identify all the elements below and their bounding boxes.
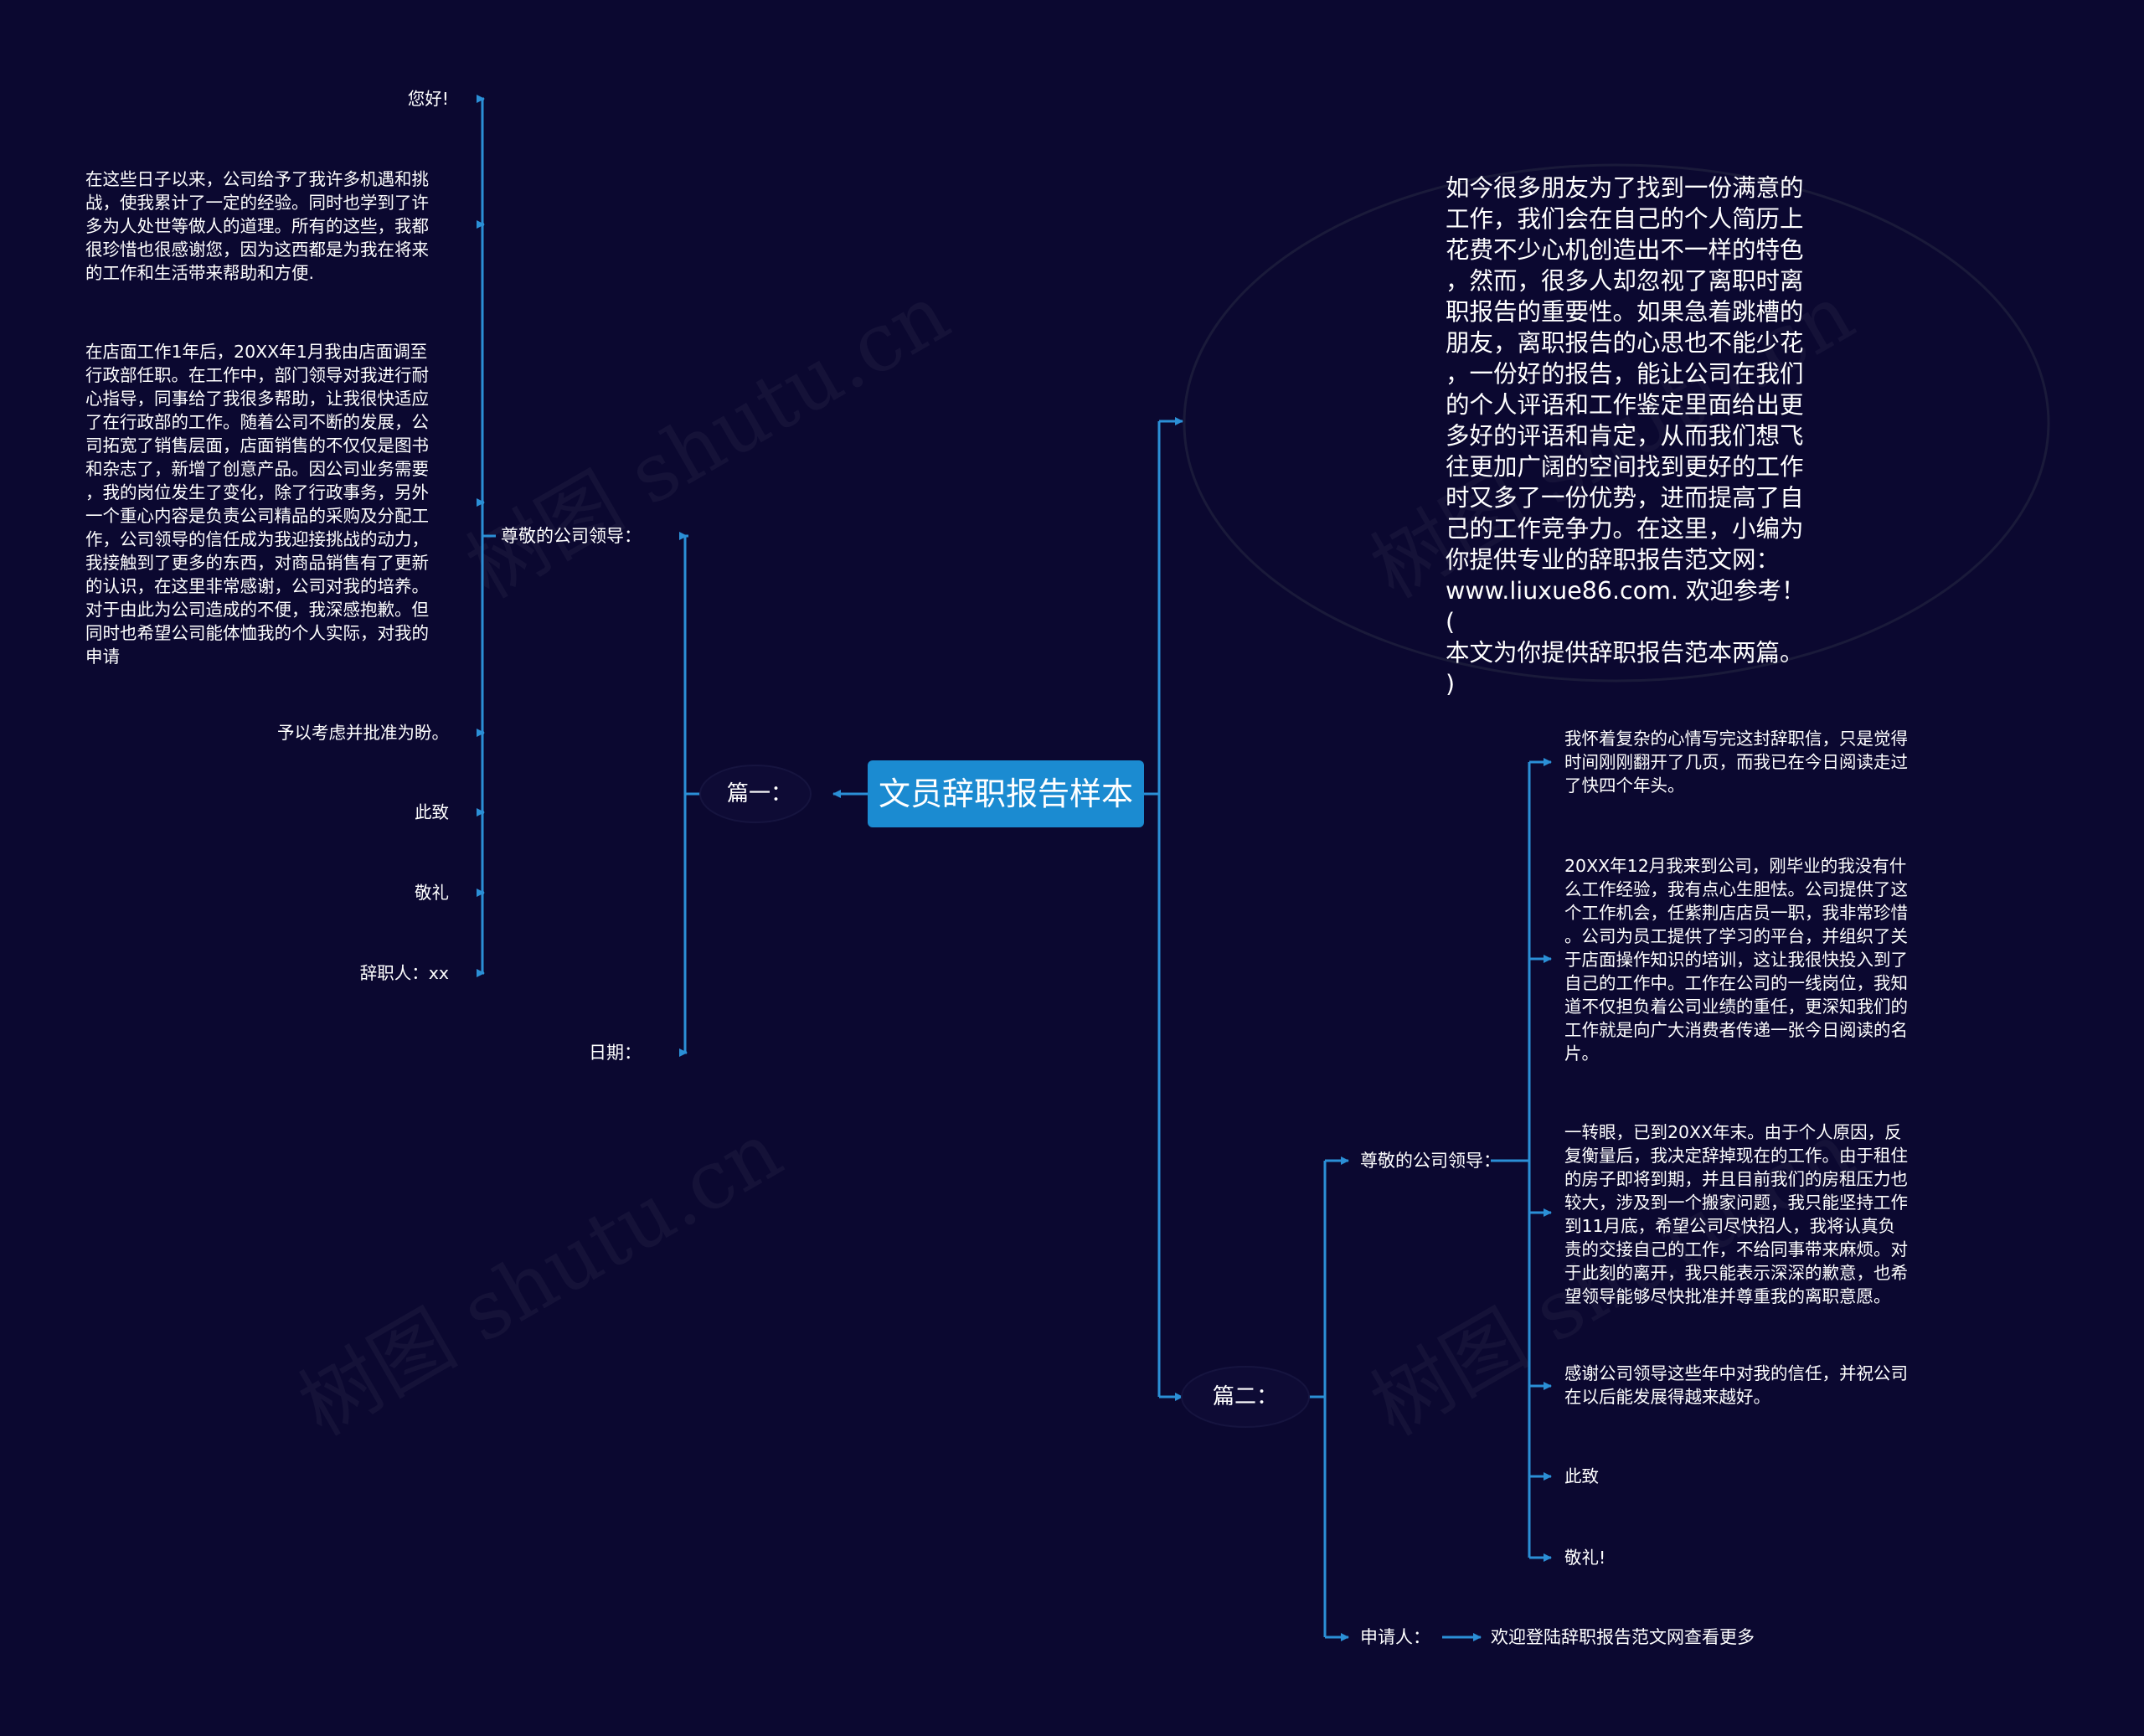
part2-salutation[interactable]: 尊敬的公司领导： [1360, 1151, 1501, 1171]
part2-applicant[interactable]: 申请人： [1360, 1627, 1430, 1647]
part1-item-jingli[interactable]: 敬礼 [415, 883, 449, 903]
root-node[interactable]: 文员辞职报告样本 [868, 760, 1144, 827]
part2-item-2[interactable]: 20XX年12月我来到公司，刚毕业的我没有什 么工作经验，我有点心生胆怯。公司提… [1564, 856, 1908, 1064]
part1-label[interactable]: 篇一： [727, 781, 793, 806]
connector-part1-trunk [683, 536, 702, 1053]
part2-item-1[interactable]: 我怀着复杂的心情写完这封辞职信，只是觉得 时间刚刚翻开了几页，而我已在今日阅读走… [1564, 729, 1908, 796]
part1-date[interactable]: 日期： [589, 1043, 642, 1063]
connector-root-right [1144, 421, 1161, 1397]
part1-item-greeting[interactable]: 您好! [407, 89, 449, 109]
part1-item-paragraph-1[interactable]: 在这些日子以来，公司给予了我许多机遇和挑 战，使我累计了一定的经验。同时也学到了… [85, 169, 429, 283]
intro-text[interactable]: 如今很多朋友为了找到一份满意的 工作，我们会在自己的个人简历上 花费不少心机创造… [1446, 174, 1806, 698]
part2-applicant-note[interactable]: 欢迎登陆辞职报告范文网查看更多 [1491, 1627, 1755, 1647]
part1-item-approval[interactable]: 予以考虑并批准为盼。 [277, 723, 449, 743]
part2-item-4[interactable]: 感谢公司领导这些年中对我的信任，并祝公司 在以后能发展得越来越好。 [1564, 1363, 1908, 1407]
part1-item-cizhi[interactable]: 此致 [415, 802, 449, 822]
part1-item-paragraph-2[interactable]: 在店面工作1年后，20XX年1月我由店面调至 行政部任职。在工作中，部门领导对我… [85, 342, 429, 667]
part2-label[interactable]: 篇二： [1213, 1384, 1279, 1409]
connector-part2-trunk [1308, 1161, 1327, 1637]
part2-item-5[interactable]: 此致 [1564, 1466, 1599, 1486]
part1-item-resigner[interactable]: 辞职人：xx [359, 963, 449, 983]
part2-item-3[interactable]: 一转眼，已到20XX年末。由于个人原因，反 复衡量后，我决定辞掉现在的工作。由于… [1564, 1122, 1908, 1306]
part1-salutation[interactable]: 尊敬的公司领导： [501, 526, 642, 546]
connector-part2-items-trunk [1491, 762, 1531, 1558]
intro-ellipse [1183, 163, 2050, 683]
part2-item-6[interactable]: 敬礼! [1564, 1548, 1606, 1568]
part1-oval [699, 765, 812, 823]
connector-part1-items-trunk [481, 99, 496, 973]
part2-oval [1181, 1366, 1310, 1428]
